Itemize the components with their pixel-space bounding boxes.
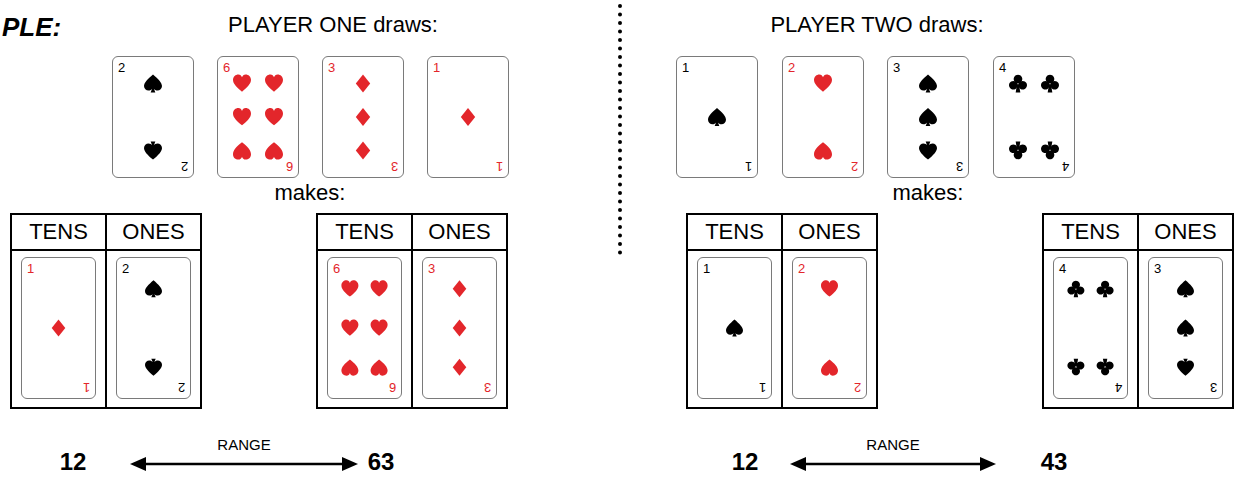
playing-card: 66	[327, 257, 402, 399]
example-heading: PLE:	[2, 12, 61, 43]
column-header: TENS	[12, 215, 105, 249]
playing-card: 22	[112, 56, 194, 178]
card-index: 2	[181, 159, 188, 173]
header-rule	[413, 249, 506, 251]
card-index: 1	[496, 159, 503, 173]
card-index: 4	[1059, 262, 1066, 276]
card-index: 2	[798, 262, 805, 276]
suit-pips	[423, 258, 498, 400]
suit-pips	[793, 258, 868, 400]
place-value-column: TENS44	[1042, 213, 1139, 409]
header-rule	[688, 249, 781, 251]
header-rule	[783, 249, 876, 251]
makes-caption: makes:	[275, 180, 346, 206]
suit-pips	[698, 258, 773, 400]
column-header: ONES	[1139, 215, 1232, 249]
header-rule	[1139, 249, 1232, 251]
card-index: 3	[484, 380, 491, 394]
card-index: 1	[745, 159, 752, 173]
header-rule	[318, 249, 411, 251]
place-value-column: ONES33	[411, 213, 508, 409]
column-header: TENS	[1044, 215, 1137, 249]
playing-card: 22	[792, 257, 867, 399]
card-index: 6	[286, 159, 293, 173]
card-index: 4	[1115, 380, 1122, 394]
column-header: ONES	[107, 215, 200, 249]
suit-pips	[1149, 258, 1224, 400]
card-index: 2	[122, 262, 129, 276]
playing-card: 22	[116, 257, 191, 399]
card-index: 2	[854, 380, 861, 394]
card-index: 3	[956, 159, 963, 173]
card-index: 2	[178, 380, 185, 394]
suit-pips	[117, 258, 192, 400]
playing-card: 33	[422, 257, 497, 399]
header-rule	[107, 249, 200, 251]
column-header: TENS	[318, 215, 411, 249]
card-index: 6	[389, 380, 396, 394]
number-value: 12	[60, 448, 87, 476]
card-index: 3	[893, 61, 900, 75]
suit-pips	[328, 258, 403, 400]
playing-card: 22	[782, 56, 864, 178]
player-heading: PLAYER TWO draws:	[770, 12, 983, 38]
playing-card: 11	[697, 257, 772, 399]
makes-caption: makes:	[893, 180, 964, 206]
place-value-column: TENS11	[10, 213, 107, 409]
playing-card: 33	[1148, 257, 1223, 399]
place-value-column: ONES22	[781, 213, 878, 409]
dotted-divider	[618, 6, 622, 258]
number-value: 43	[1041, 448, 1068, 476]
number-value: 12	[732, 448, 759, 476]
card-index: 1	[27, 262, 34, 276]
suit-pips	[22, 258, 97, 400]
suit-pips	[1054, 258, 1129, 400]
player-heading: PLAYER ONE draws:	[228, 12, 438, 38]
playing-card: 33	[887, 56, 969, 178]
playing-card: 44	[1053, 257, 1128, 399]
column-header: ONES	[783, 215, 876, 249]
header-rule	[1044, 249, 1137, 251]
card-index: 2	[851, 159, 858, 173]
range-arrow	[130, 457, 358, 471]
place-value-column: ONES33	[1137, 213, 1234, 409]
card-index: 2	[788, 61, 795, 75]
playing-card: 33	[322, 56, 404, 178]
card-index: 4	[999, 61, 1006, 75]
playing-card: 44	[993, 56, 1075, 178]
card-index: 6	[333, 262, 340, 276]
card-index: 1	[433, 61, 440, 75]
card-index: 1	[83, 380, 90, 394]
card-index: 1	[759, 380, 766, 394]
range-label: RANGE	[866, 436, 919, 453]
column-header: TENS	[688, 215, 781, 249]
playing-card: 66	[217, 56, 299, 178]
card-index: 3	[428, 262, 435, 276]
place-value-column: ONES22	[105, 213, 202, 409]
header-rule	[12, 249, 105, 251]
playing-card: 11	[21, 257, 96, 399]
card-index: 3	[1154, 262, 1161, 276]
place-value-column: TENS66	[316, 213, 413, 409]
playing-card: 11	[676, 56, 758, 178]
card-index: 2	[118, 61, 125, 75]
column-header: ONES	[413, 215, 506, 249]
card-index: 1	[682, 61, 689, 75]
playing-card: 11	[427, 56, 509, 178]
card-index: 3	[1210, 380, 1217, 394]
range-arrow	[790, 457, 996, 471]
range-label: RANGE	[217, 436, 270, 453]
card-index: 3	[328, 61, 335, 75]
card-index: 3	[391, 159, 398, 173]
number-value: 63	[368, 448, 395, 476]
card-index: 4	[1062, 159, 1069, 173]
place-value-column: TENS11	[686, 213, 783, 409]
card-index: 6	[223, 61, 230, 75]
card-index: 1	[703, 262, 710, 276]
